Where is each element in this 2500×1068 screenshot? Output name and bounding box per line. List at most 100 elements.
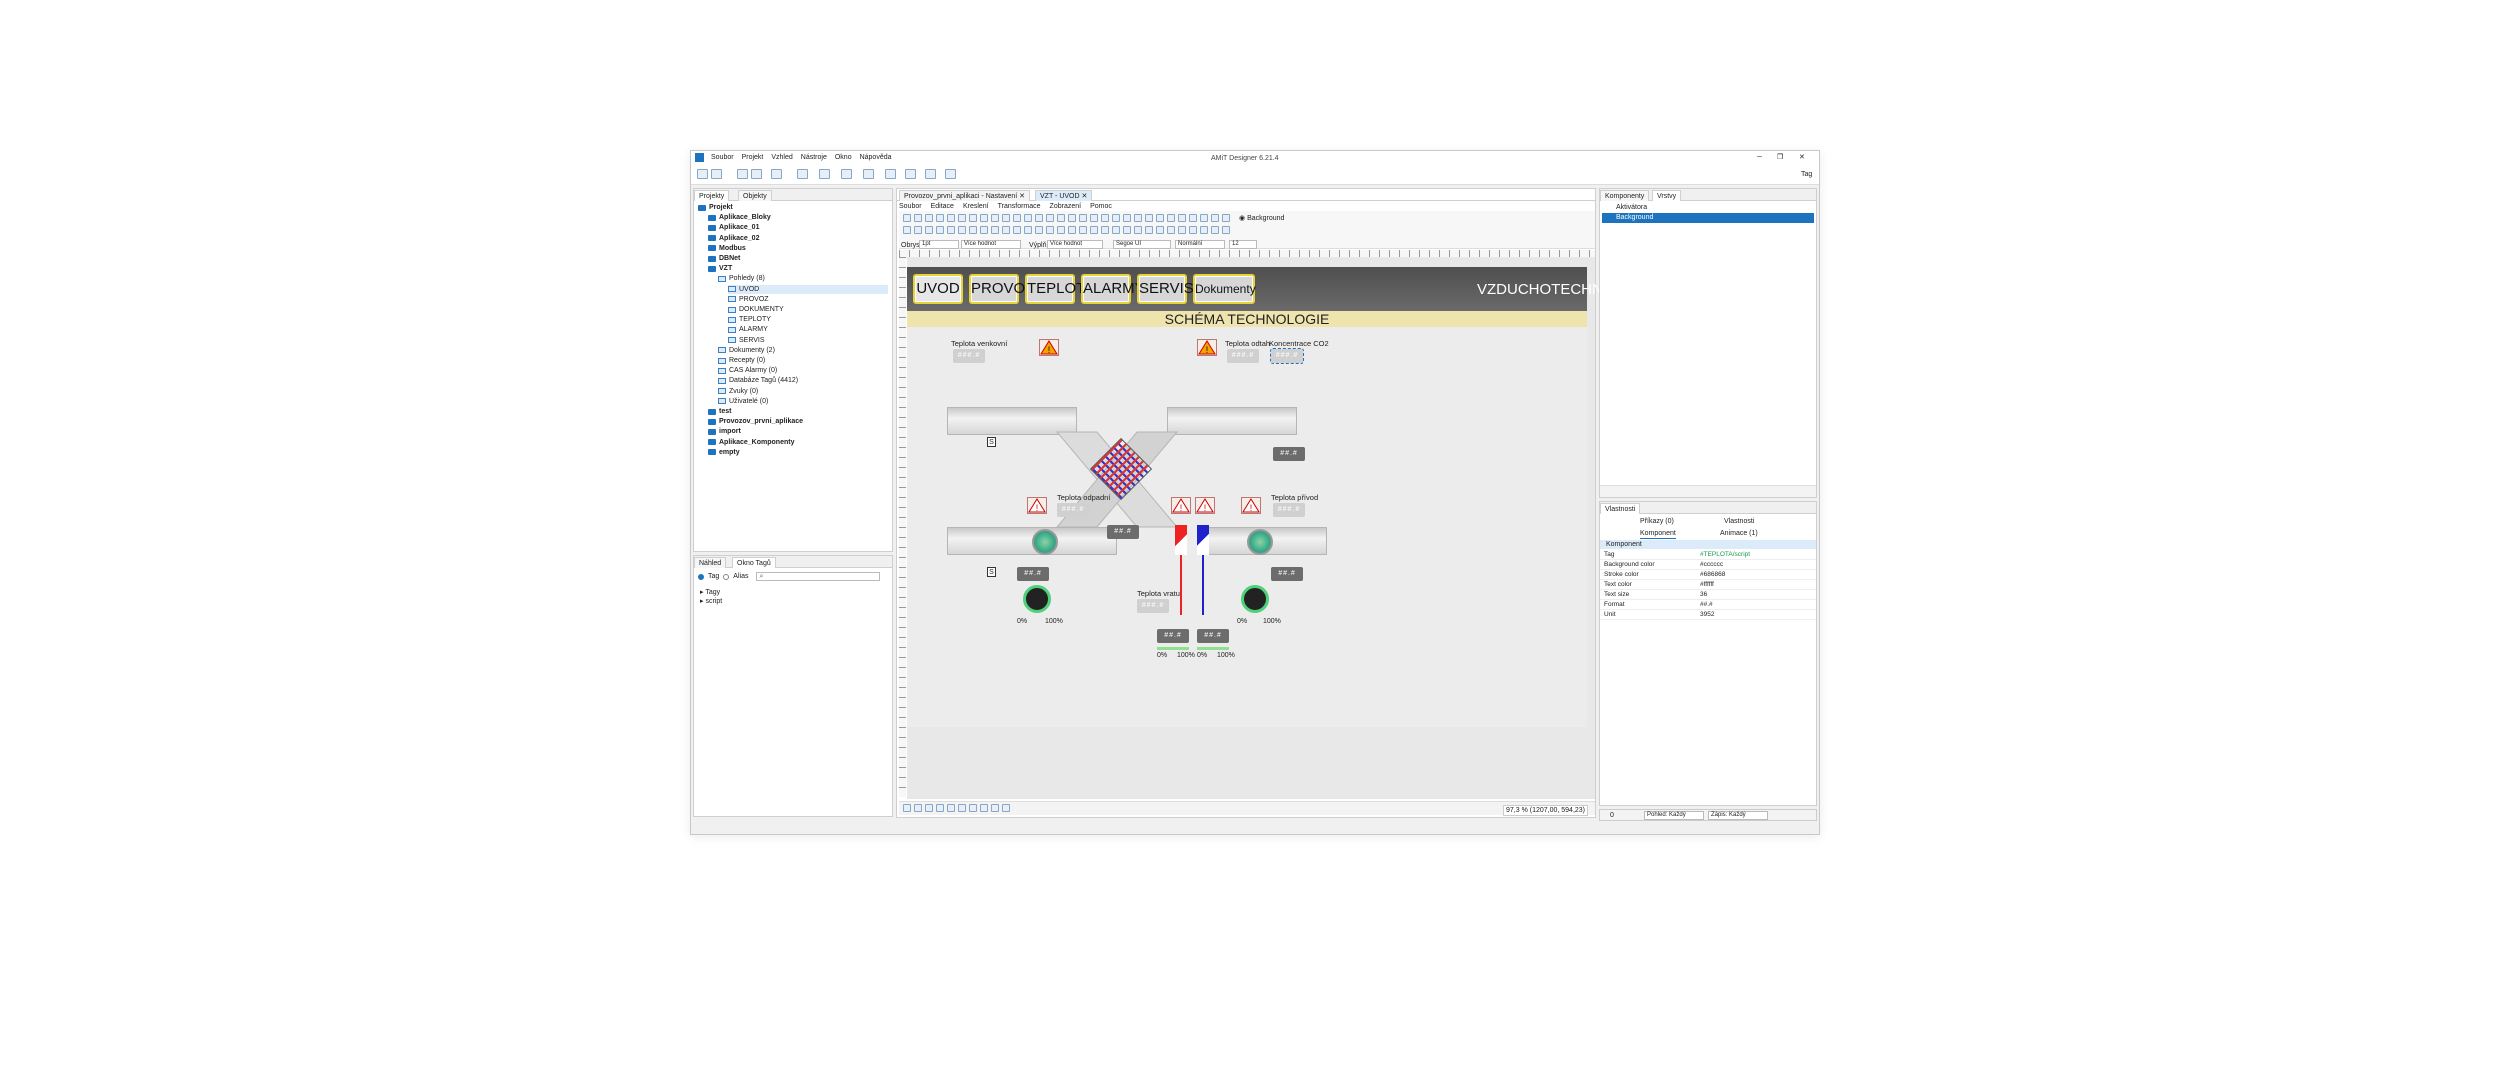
menu-item[interactable]: Nástroje [800,154,827,161]
drawing-tool-icon[interactable] [1189,214,1197,222]
doc-tab-uvod[interactable]: VZT - UVOD ✕ [1035,190,1093,201]
menu-item[interactable]: Projekt [741,154,764,161]
tree-item[interactable]: DBNet [708,254,740,263]
font-family-select[interactable]: Segoe UI [1113,240,1171,249]
tab-preview[interactable]: Náhled [694,557,727,568]
tree-item[interactable]: Aplikace_01 [708,223,759,232]
drawing-tool-icon[interactable] [1024,214,1032,222]
font-size-select[interactable]: 12 [1229,240,1257,249]
toolbar-button-icon[interactable] [819,169,830,179]
drawing-tool-icon[interactable] [1189,226,1197,234]
toolbar-button-icon[interactable] [885,169,896,179]
tree-item[interactable]: Provozov_prvni_aplikace [708,417,803,426]
display-temp-supply[interactable]: ###.# [1273,503,1305,517]
nav-button[interactable]: ALARMY [1081,274,1145,304]
drawing-tool-icon[interactable] [1178,214,1186,222]
display-exchanger[interactable]: ##.# [1107,525,1139,539]
drawing-tool-icon[interactable] [980,214,988,222]
drawing-tool-icon[interactable] [925,214,933,222]
drawing-tool-icon[interactable] [1046,214,1054,222]
maximize-icon[interactable]: ❐ [1777,154,1784,161]
drawing-tool-icon[interactable] [980,226,988,234]
drawing-tool-icon[interactable] [914,226,922,234]
view-mode-icon[interactable] [903,804,911,812]
property-value[interactable]: 3952 [1700,611,1715,618]
tree-item[interactable]: UVOD [728,284,888,294]
drawing-tool-icon[interactable] [1178,226,1186,234]
editor-menu-item[interactable]: Soubor [899,203,922,210]
drawing-tool-icon[interactable] [1090,214,1098,222]
display-temp-return[interactable]: ###.# [1137,599,1169,613]
toolbar-button-icon[interactable] [697,169,708,179]
view-mode-icon[interactable] [991,804,999,812]
tree-item[interactable]: Modbus [708,244,746,253]
property-value[interactable]: #ffffff [1700,581,1714,588]
drawing-tool-icon[interactable] [1013,226,1021,234]
drawing-tool-icon[interactable] [1002,214,1010,222]
drawing-tool-icon[interactable] [1167,214,1175,222]
subtab-component[interactable]: Komponent [1640,530,1676,539]
property-value[interactable]: #cccccc [1700,561,1724,568]
warning-icon[interactable]: ! [1197,339,1217,356]
drawing-tool-icon[interactable] [914,214,922,222]
nav-button[interactable]: SERVIS [1137,274,1194,304]
drawing-tool-icon[interactable] [1046,226,1054,234]
view-mode-icon[interactable] [936,804,944,812]
radio-tag[interactable] [698,573,704,580]
property-row[interactable]: Stroke color#686868 [1600,570,1816,580]
tree-item[interactable]: SERVIS [728,336,765,345]
property-value[interactable]: #686868 [1700,571,1726,578]
drawing-tool-icon[interactable] [1101,226,1109,234]
drawing-tool-icon[interactable] [947,226,955,234]
tab-properties[interactable]: Vlastnosti [1600,503,1641,514]
property-row[interactable]: Background color#cccccc [1600,560,1816,570]
drawing-tool-icon[interactable] [1200,214,1208,222]
drawing-tool-icon[interactable] [991,226,999,234]
warning-icon[interactable]: ! [1027,497,1047,514]
nav-button[interactable]: UVOD [913,274,963,304]
drawing-tool-icon[interactable] [1079,226,1087,234]
tree-item[interactable]: Databáze Tagů (4412) [718,376,798,385]
drawing-tool-icon[interactable] [991,214,999,222]
subtab-properties[interactable]: Vlastnosti [1724,518,1755,525]
tag-tree-root[interactable]: ▸ Tagy [700,589,721,596]
drawing-tool-icon[interactable] [936,226,944,234]
tree-item[interactable]: test [708,407,731,416]
view-mode-icon[interactable] [914,804,922,812]
tab-objects[interactable]: Objekty [738,190,772,201]
tree-item[interactable]: Aplikace_Bloky [708,213,771,222]
editor-menu-item[interactable]: Transformace [997,203,1041,210]
drawing-tool-icon[interactable] [1112,226,1120,234]
tree-item[interactable]: VZT [708,264,732,273]
display-temp-outdoor[interactable]: ###.# [953,349,985,363]
tree-item[interactable]: Recepty (0) [718,356,765,365]
warning-icon[interactable]: ! [1171,497,1191,514]
drawing-tool-icon[interactable] [903,226,911,234]
warning-icon[interactable]: ! [1241,497,1261,514]
property-row[interactable]: Tag#TEPLOTA/script [1600,550,1816,560]
drawing-tool-icon[interactable] [1035,226,1043,234]
refresh-select[interactable]: Pohled: Každý [1644,811,1704,820]
menu-item[interactable]: Vzhled [771,154,793,161]
tag-tree-script[interactable]: ▸ script [700,598,723,605]
display-fan-supply[interactable]: ##.# [1271,567,1303,581]
drawing-tool-icon[interactable] [1145,214,1153,222]
subtab-commands[interactable]: Příkazy (0) [1640,518,1674,525]
outline-width-select[interactable]: 1pt [919,240,959,249]
tab-components[interactable]: Komponenty [1600,190,1650,201]
tree-item[interactable]: Uživatelé (0) [718,397,768,406]
minimize-icon[interactable]: ─ [1757,154,1762,161]
write-select[interactable]: Zápis: Každý [1708,811,1768,820]
doc-tab-settings[interactable]: Provozov_prvni_aplikaci - Nastavení ✕ [899,190,1031,201]
toolbar-button-icon[interactable] [925,169,936,179]
drawing-tool-icon[interactable] [1057,214,1065,222]
font-style-select[interactable]: Normální [1175,240,1225,249]
tree-item[interactable]: Zvuky (0) [718,387,758,396]
tree-item[interactable]: Projekt [698,203,733,212]
property-value[interactable]: 36 [1700,591,1708,598]
drawing-tool-icon[interactable] [1035,214,1043,222]
view-mode-icon[interactable] [1002,804,1010,812]
drawing-tool-icon[interactable] [1134,214,1142,222]
tree-item[interactable]: PROVOZ [728,295,769,304]
